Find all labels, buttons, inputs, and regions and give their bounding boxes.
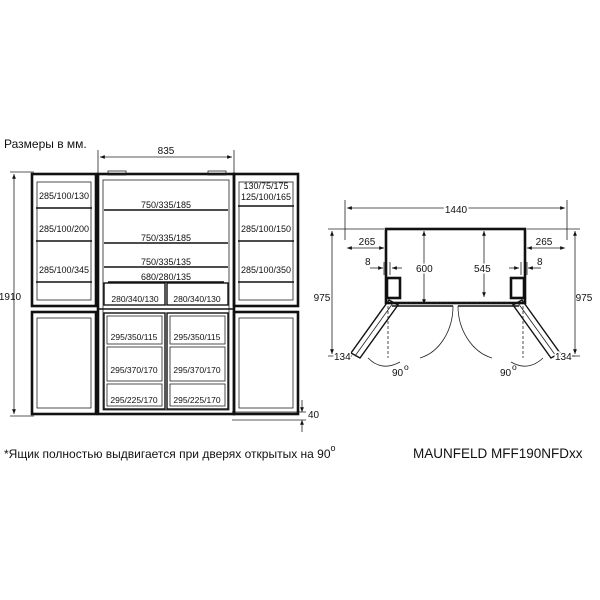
top-view: 1440 265 265 8 8 600 545 [314, 200, 593, 379]
left-depth-label: 975 [314, 293, 331, 304]
left-offset-label: 134 [334, 352, 351, 363]
left-hinge-block [385, 276, 402, 300]
right-hinge [207, 170, 227, 176]
right-lower-door-inner [238, 317, 294, 409]
front-view: 835 1910 40 285/100/130 285/100/200 285/… [0, 146, 320, 432]
lower-right-drawer-1 [169, 315, 226, 345]
lower-right-label-2: 295/370/170 [173, 365, 221, 375]
lower-left-compartment [103, 312, 166, 410]
model-name: MAUNFELD MFF190NFDxx [413, 446, 583, 461]
shelf-label-3: 750/335/135 [141, 257, 191, 267]
right-depth-label: 975 [576, 293, 593, 304]
depth-outer-label: 600 [416, 264, 433, 275]
left-angle-label: 90 [392, 368, 404, 379]
lower-left-label-1: 295/350/115 [111, 332, 158, 342]
right-swing-label: 265 [536, 237, 553, 248]
lower-left-label-3: 295/225/170 [110, 395, 158, 405]
lower-right-drawer-2 [169, 346, 226, 382]
right-lower-door [232, 310, 300, 416]
left-hinge [107, 170, 127, 176]
footnote: *Ящик полностью выдвигается при дверях о… [4, 443, 336, 461]
left-door-label-2: 285/100/200 [39, 224, 89, 234]
right-gap-label: 8 [537, 257, 543, 268]
top-drawer-label-right: 280/340/130 [173, 294, 221, 304]
lower-right-label-1: 295/350/115 [174, 332, 221, 342]
lower-left-drawer-3 [106, 383, 163, 407]
left-door-open [349, 299, 400, 359]
height-label: 1910 [0, 292, 22, 303]
lower-right-label-3: 295/225/170 [173, 395, 221, 405]
left-angle-arc [367, 357, 401, 367]
total-width-label: 1440 [445, 205, 468, 216]
central-cabinet-inner [102, 179, 230, 411]
bottom-label: 40 [308, 410, 320, 421]
shelf-label-1: 750/335/185 [141, 200, 191, 210]
right-door-label-3: 285/100/150 [241, 224, 291, 234]
fridge-body-top [384, 227, 527, 305]
left-door-label-3: 285/100/345 [39, 265, 89, 275]
lower-left-label-2: 295/370/170 [110, 365, 158, 375]
right-door-arc [457, 305, 493, 359]
right-door-label-1: 130/75/175 [243, 181, 288, 191]
left-door-arc [419, 305, 454, 359]
right-door-open-inner [517, 302, 557, 357]
right-angle-label: 90 [500, 368, 512, 379]
shelf-label-2: 750/335/185 [141, 233, 191, 243]
sizes-note: Размеры в мм. [4, 137, 87, 151]
right-door-open [511, 299, 562, 359]
central-cabinet [96, 172, 236, 416]
right-angle-degree: o [512, 362, 517, 372]
left-lower-door-inner [36, 317, 92, 409]
shelf-label-4: 680/280/135 [141, 272, 191, 282]
left-swing-label: 265 [359, 237, 376, 248]
left-upper-door [30, 172, 98, 308]
left-gap-label: 8 [365, 257, 371, 268]
left-door-label-1: 285/100/130 [39, 191, 89, 201]
right-offset-label: 134 [555, 352, 572, 363]
left-angle-degree: o [404, 362, 409, 372]
right-door-label-4: 285/100/350 [241, 265, 291, 275]
right-door-label-2: 125/100/165 [241, 192, 291, 202]
lower-right-drawer-3 [169, 383, 226, 407]
right-hinge-block [509, 276, 526, 300]
lower-right-compartment [166, 312, 229, 410]
lower-left-drawer-2 [106, 346, 163, 382]
top-drawer-label-left: 280/340/130 [111, 294, 159, 304]
width-label: 835 [158, 146, 175, 157]
depth-inner-label: 545 [474, 264, 491, 275]
left-door-open-inner [354, 302, 394, 357]
lower-left-drawer-1 [106, 315, 163, 345]
left-lower-door [30, 310, 98, 416]
right-angle-arc [510, 357, 544, 367]
